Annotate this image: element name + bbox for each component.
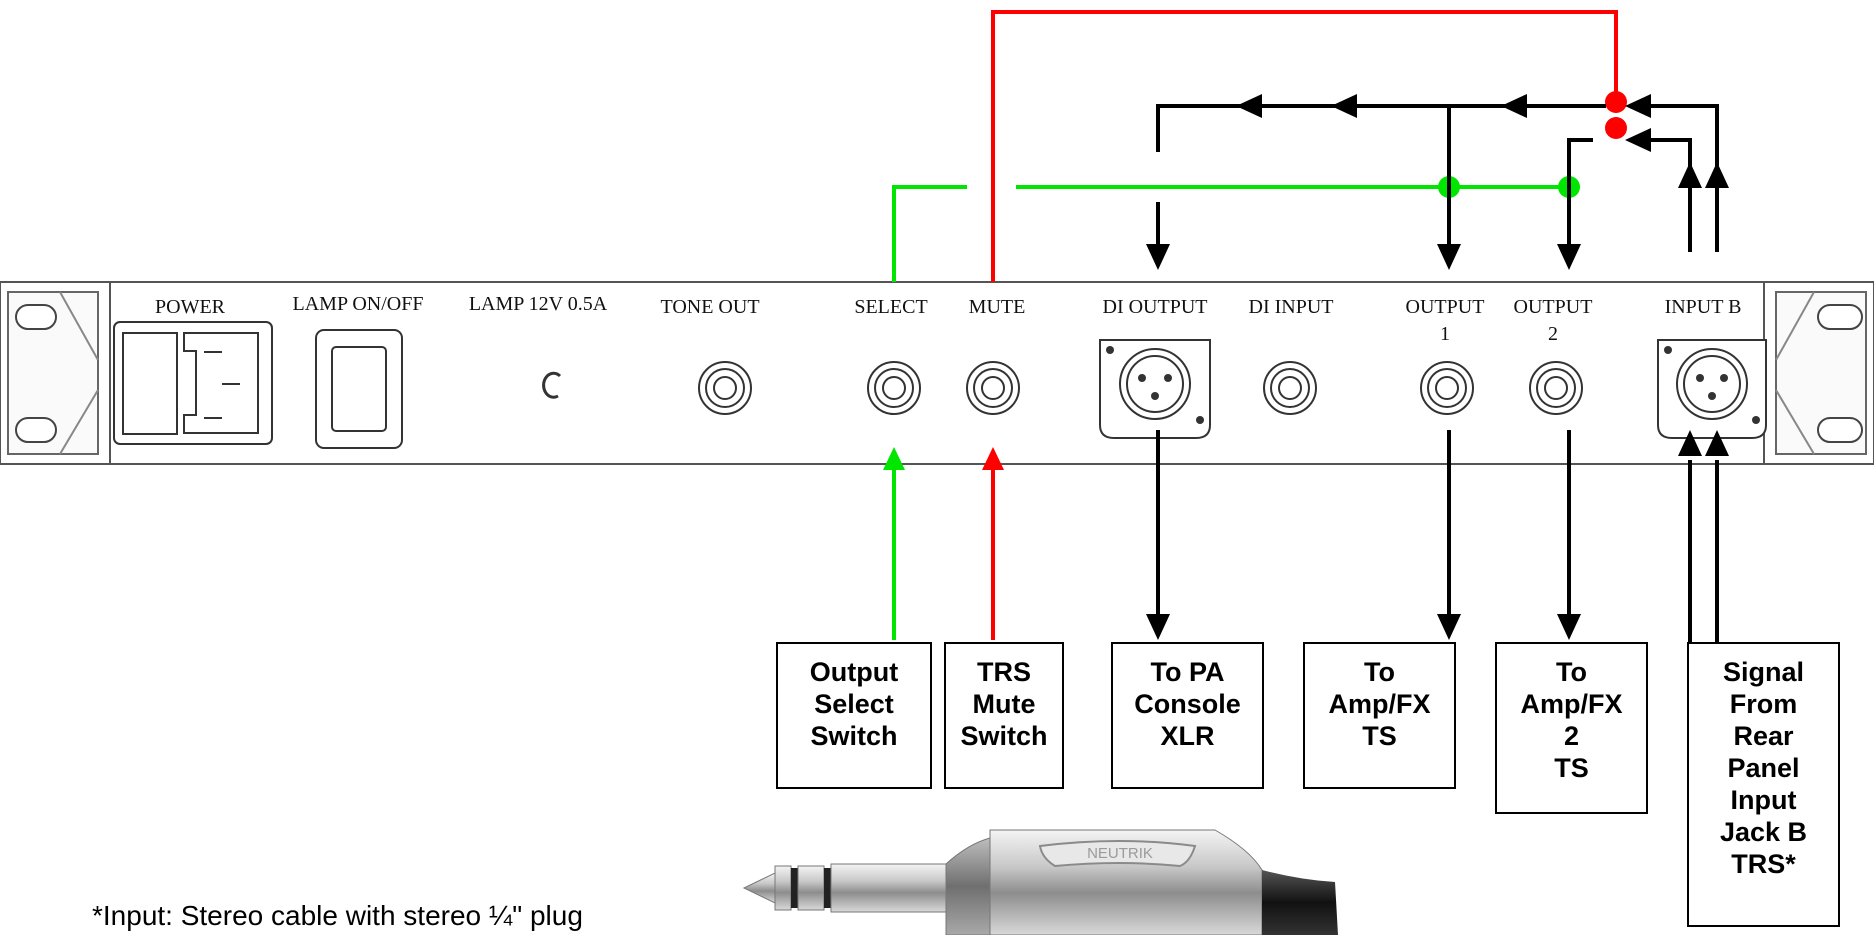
label-di-output: DI OUTPUT — [1103, 296, 1208, 318]
callout-text: TRS* — [1731, 849, 1796, 879]
callout-text: Amp/FX — [1328, 689, 1431, 719]
callout-text: TRS — [977, 657, 1031, 687]
mute-contact-icon — [1605, 117, 1627, 139]
label-output-1-number: 1 — [1440, 323, 1450, 345]
callout-text: Mute — [972, 689, 1036, 719]
callout-text: Rear — [1733, 721, 1794, 751]
callout-text: Console — [1134, 689, 1241, 719]
arrow-left-icon — [1501, 94, 1527, 118]
arrow-down-icon — [1437, 614, 1461, 640]
callout-text: To — [1556, 657, 1587, 687]
callout-text: Jack B — [1719, 817, 1808, 847]
footnote: *Input: Stereo cable with stereo ¼" plug — [92, 900, 583, 931]
callout-text: XLR — [1160, 721, 1215, 751]
callout-text: Signal — [1722, 657, 1804, 687]
arrow-down-icon — [1557, 614, 1581, 640]
rack-hole-icon — [15, 417, 57, 443]
arrow-up-icon — [1678, 430, 1702, 456]
arrow-down-icon — [1557, 244, 1581, 270]
rack-ear-left — [7, 291, 99, 455]
signal-arrows — [1146, 94, 1729, 640]
callout-pa-console: To PA Console XLR — [1111, 642, 1264, 789]
jack-mute-icon — [966, 361, 1020, 415]
rack-hole-icon — [1817, 304, 1863, 330]
label-input-b: INPUT B — [1665, 296, 1742, 318]
callout-text: 2 — [1563, 721, 1580, 751]
callout-output-select: Output Select Switch — [776, 642, 932, 789]
label-select: SELECT — [854, 296, 927, 318]
lamp-switch-icon — [315, 329, 403, 449]
power-inlet-icon — [113, 321, 273, 445]
xlr-di-output-icon — [1099, 339, 1211, 439]
callout-text: Output — [809, 657, 899, 687]
jack-output-2-icon — [1529, 361, 1583, 415]
callout-amp-fx-2: To Amp/FX 2 TS — [1495, 642, 1648, 814]
callout-signal-from-input-b: Signal From Rear Panel Input Jack B TRS* — [1687, 642, 1840, 927]
arrow-down-icon — [1146, 614, 1170, 640]
callout-text: Switch — [960, 721, 1048, 751]
label-mute: MUTE — [969, 296, 1026, 318]
rear-panel: POWER LAMP ON/OFF LAMP 12V 0.5A TONE OUT… — [0, 281, 1874, 465]
arrow-down-icon — [1146, 244, 1170, 270]
mute-arrow-icon — [982, 447, 1004, 470]
lamp-socket-icon — [542, 371, 562, 399]
callout-text: To — [1364, 657, 1395, 687]
callout-text: Panel — [1727, 753, 1800, 783]
xlr-input-b-icon — [1657, 339, 1767, 439]
arrow-left-icon — [1625, 128, 1651, 152]
callout-text: TS — [1362, 721, 1397, 751]
jack-tone-out-icon — [698, 361, 752, 415]
label-lamp-on-off: LAMP ON/OFF — [293, 293, 424, 315]
callout-text: Switch — [810, 721, 898, 751]
callout-text: To PA — [1150, 657, 1225, 687]
select-arrow-icon — [883, 447, 905, 470]
rack-hole-icon — [1817, 417, 1863, 443]
callout-text: From — [1729, 689, 1798, 719]
callout-text: Input — [1730, 785, 1797, 815]
label-output-2-number: 2 — [1548, 323, 1558, 345]
arrow-left-icon — [1236, 94, 1262, 118]
label-output-2: OUTPUT — [1514, 296, 1593, 318]
callout-text: Amp/FX — [1520, 689, 1623, 719]
callout-text: Select — [814, 689, 894, 719]
signal-lines — [1156, 104, 1719, 650]
label-output-1: OUTPUT — [1406, 296, 1485, 318]
callout-text: TS — [1554, 753, 1589, 783]
rack-hole-icon — [15, 304, 57, 330]
jack-di-input-icon — [1263, 361, 1317, 415]
jack-output-1-icon — [1420, 361, 1474, 415]
mute-contact-icon — [1605, 91, 1627, 113]
label-power: POWER — [155, 296, 226, 318]
mute-control-line — [991, 10, 1618, 640]
arrow-left-icon — [1625, 94, 1651, 118]
callout-trs-mute: TRS Mute Switch — [944, 642, 1064, 789]
arrow-up-icon — [1705, 162, 1729, 188]
select-control-line — [892, 185, 1573, 640]
arrow-up-icon — [1705, 430, 1729, 456]
trs-plug-image: NEUTRIK — [742, 829, 1338, 935]
label-lamp-12v: LAMP 12V 0.5A — [469, 293, 608, 315]
arrow-up-icon — [1678, 162, 1702, 188]
jack-select-icon — [867, 361, 921, 415]
label-tone-out: TONE OUT — [660, 296, 759, 318]
arrow-down-icon — [1437, 244, 1461, 270]
callout-amp-fx-1: To Amp/FX TS — [1303, 642, 1456, 789]
rack-ear-right — [1775, 291, 1867, 455]
label-di-input: DI INPUT — [1249, 296, 1334, 318]
arrow-left-icon — [1331, 94, 1357, 118]
plug-brand-text: NEUTRIK — [1087, 845, 1153, 862]
